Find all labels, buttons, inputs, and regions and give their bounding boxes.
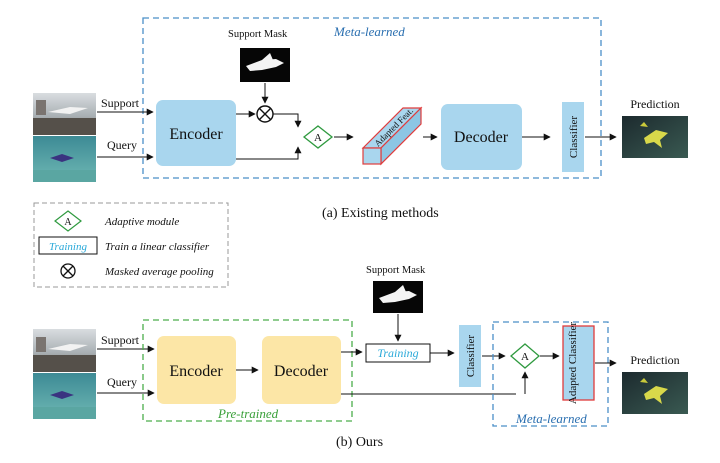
legend-pooling-desc: Masked average pooling bbox=[104, 266, 214, 278]
prediction-image-bottom bbox=[622, 372, 688, 414]
encoder-label-bottom: Encoder bbox=[169, 363, 223, 380]
pretrained-label: Pre-trained bbox=[217, 406, 279, 421]
decoder-block-top bbox=[441, 104, 522, 170]
query-label-top: Query bbox=[107, 138, 137, 152]
svg-text:A: A bbox=[64, 217, 72, 228]
decoder-label-top: Decoder bbox=[454, 129, 509, 146]
support-mask-label-bottom: Support Mask bbox=[366, 265, 426, 276]
prediction-label-top: Prediction bbox=[630, 97, 679, 111]
training-label-bottom: Training bbox=[377, 346, 418, 360]
caption-top: (a) Existing methods bbox=[322, 206, 439, 221]
decoder-block-bottom bbox=[262, 336, 341, 404]
prediction-image-top bbox=[622, 116, 688, 158]
svg-text:A: A bbox=[521, 351, 529, 363]
legend-pooling-icon bbox=[60, 263, 76, 279]
adapted-classifier-label: Adapted Classifier bbox=[567, 322, 579, 405]
encoder-block-top bbox=[156, 100, 236, 166]
encoder-label-top: Encoder bbox=[169, 126, 223, 143]
support-mask-image-bottom bbox=[373, 281, 423, 313]
encoder-block-bottom bbox=[157, 336, 236, 404]
support-image-top bbox=[33, 93, 96, 135]
support-label-top: Support bbox=[101, 96, 140, 110]
adapted-classifier-block bbox=[562, 325, 595, 401]
support-mask-label-top: Support Mask bbox=[228, 29, 288, 40]
pretrained-region bbox=[142, 319, 353, 422]
query-label-bottom: Query bbox=[107, 375, 137, 389]
legend-training-box bbox=[38, 236, 98, 255]
meta-learned-label-top: Meta-learned bbox=[333, 24, 405, 39]
support-mask-image-top bbox=[240, 48, 290, 82]
adaptive-module-bottom: A bbox=[510, 343, 540, 369]
legend-box bbox=[33, 202, 229, 288]
support-image-bottom bbox=[33, 329, 96, 372]
query-image-top bbox=[33, 136, 96, 182]
classifier-label-bottom: Classifier bbox=[465, 335, 477, 377]
meta-learned-region-top bbox=[142, 17, 602, 179]
legend-adaptive-icon: A bbox=[54, 210, 82, 232]
svg-text:A: A bbox=[314, 132, 322, 144]
legend-adaptive-desc: Adaptive module bbox=[104, 216, 179, 228]
decoder-label-bottom: Decoder bbox=[274, 363, 329, 380]
legend-training-desc: Train a linear classifier bbox=[105, 241, 210, 253]
caption-bottom: (b) Ours bbox=[336, 435, 383, 450]
adaptive-module-top: A bbox=[302, 125, 334, 149]
classifier-block-top bbox=[562, 102, 584, 172]
masked-pooling-icon-top bbox=[256, 105, 274, 123]
classifier-label-top: Classifier bbox=[568, 116, 580, 158]
support-label-bottom: Support bbox=[101, 333, 140, 347]
prediction-label-bottom: Prediction bbox=[630, 353, 679, 367]
meta-learned-region-bottom bbox=[492, 321, 609, 427]
meta-learned-label-bottom: Meta-learned bbox=[515, 411, 587, 426]
classifier-block-bottom bbox=[459, 325, 481, 387]
legend-training-label: Training bbox=[49, 241, 87, 253]
query-image-bottom bbox=[33, 373, 96, 419]
adapted-feature-block: Adapted Feat. bbox=[361, 106, 423, 166]
